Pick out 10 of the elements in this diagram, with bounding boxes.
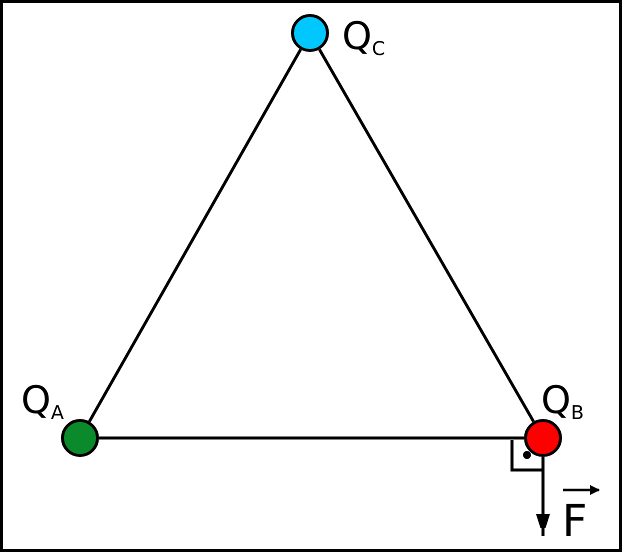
triangle-side bbox=[99, 436, 524, 440]
charge-label: Q$_{A}$ bbox=[21, 381, 64, 423]
charge-label: Q$_{C}$ bbox=[342, 17, 386, 59]
charge-label: Q$_{B}$ bbox=[541, 381, 584, 423]
charge-circle bbox=[291, 14, 329, 52]
triangle-side bbox=[318, 48, 535, 422]
charge-circle bbox=[524, 419, 562, 457]
force-label: F bbox=[562, 500, 588, 544]
triangle-side bbox=[88, 48, 302, 422]
charge-circle bbox=[61, 419, 99, 457]
